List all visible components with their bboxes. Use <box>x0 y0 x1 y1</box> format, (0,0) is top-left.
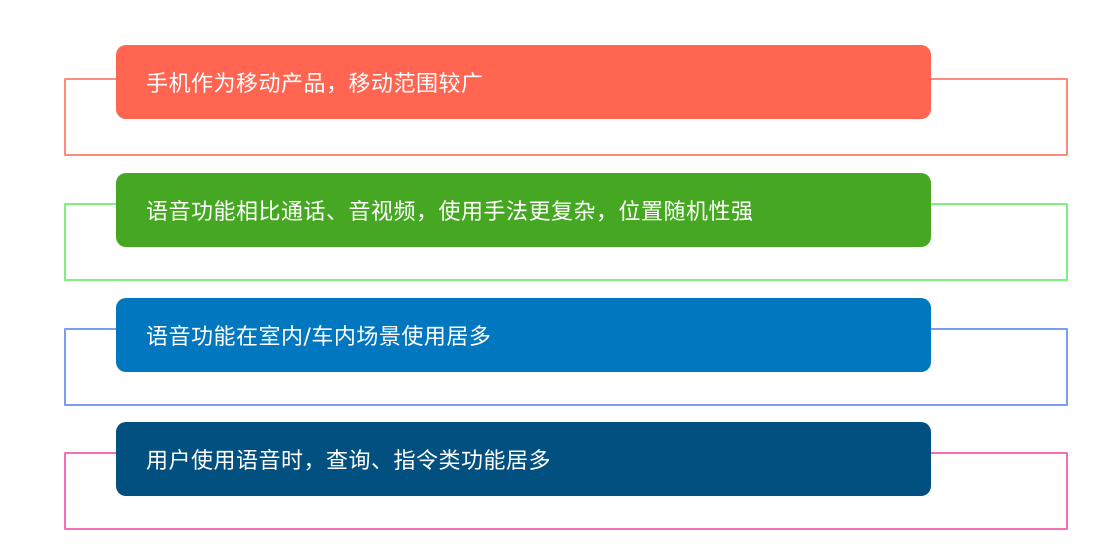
item-box: 用户使用语音时，查询、指令类功能居多 <box>116 422 931 496</box>
item-label: 语音功能在室内/车内场景使用居多 <box>146 325 492 350</box>
item-label: 手机作为移动产品，移动范围较广 <box>146 72 484 97</box>
item-box: 语音功能在室内/车内场景使用居多 <box>116 298 931 372</box>
item-box: 手机作为移动产品，移动范围较广 <box>116 45 931 119</box>
list-item: 手机作为移动产品，移动范围较广 <box>0 45 1095 165</box>
item-label: 用户使用语音时，查询、指令类功能居多 <box>146 449 552 474</box>
item-label: 语音功能相比通话、音视频，使用手法更复杂，位置随机性强 <box>146 200 754 225</box>
list-item: 语音功能相比通话、音视频，使用手法更复杂，位置随机性强 <box>0 173 1095 293</box>
list-item: 用户使用语音时，查询、指令类功能居多 <box>0 422 1095 542</box>
item-box: 语音功能相比通话、音视频，使用手法更复杂，位置随机性强 <box>116 173 931 247</box>
list-item: 语音功能在室内/车内场景使用居多 <box>0 298 1095 418</box>
